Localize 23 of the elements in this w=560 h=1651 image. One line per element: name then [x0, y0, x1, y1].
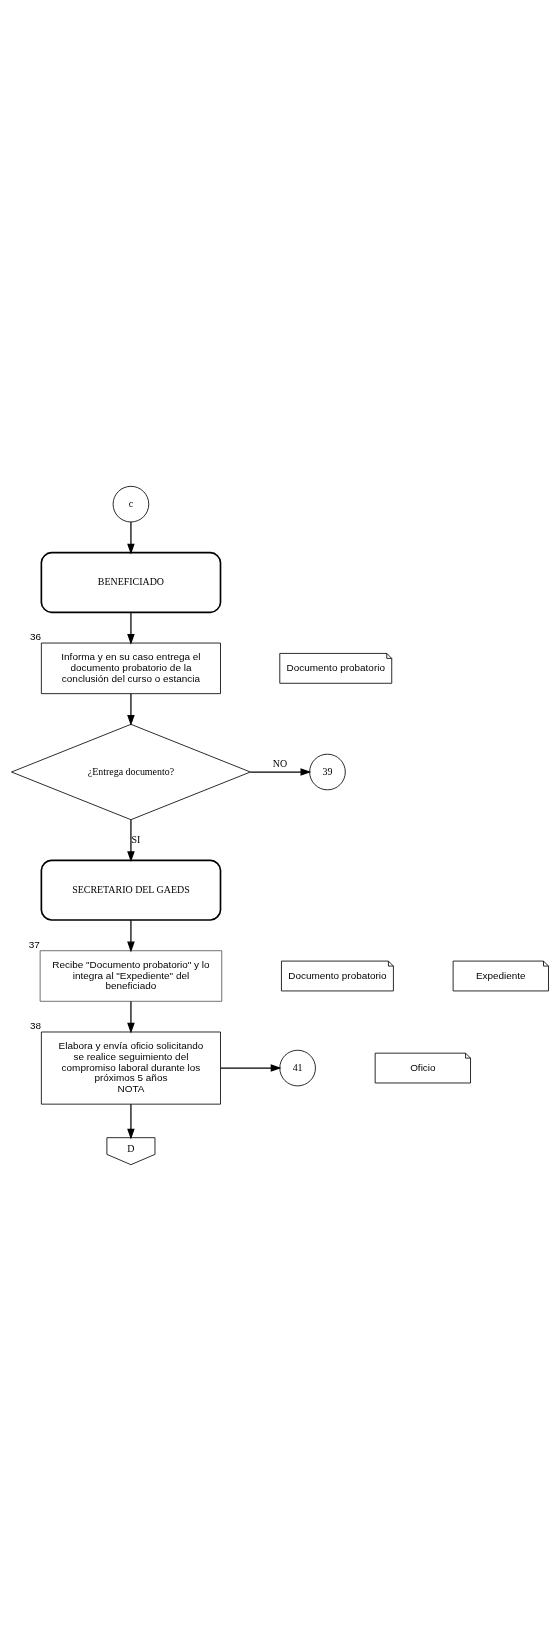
edge-label: SI: [131, 833, 141, 845]
node-label: 38: [30, 1020, 42, 1032]
node-box: Elabora y envía oficio solicitando se realice seguimiento del compromiso laboral durante los próximos 5 años NOTA: [40, 1031, 221, 1105]
arrow: [127, 819, 135, 863]
node-circle: c: [112, 485, 150, 523]
arrow: [127, 521, 135, 555]
edge-label: NO: [272, 757, 288, 769]
node-label: 37: [28, 938, 40, 950]
arrow: [127, 693, 135, 726]
node-box: Informa y en su caso entrega el documento probatorio de la conclusión del curso o estancia: [40, 642, 221, 695]
arrow: [127, 1000, 135, 1034]
node-diamond: ¿Entrega documento?: [11, 723, 251, 821]
node-label: 36: [30, 631, 42, 643]
arrow: [220, 1064, 282, 1072]
node-box: Recibe "Documento probatorio" y lo integra al "Expediente" del beneficiado: [39, 950, 223, 1002]
arrow: [127, 1103, 135, 1140]
node-circle: 39: [309, 753, 346, 791]
arrow: [127, 919, 135, 953]
arrow: [249, 768, 312, 776]
node-box: SECRETARIO DEL GAEDS: [40, 859, 222, 921]
arrow: [127, 611, 135, 645]
node-circle: 41: [279, 1049, 316, 1087]
node-box: BENEFICIADO: [40, 551, 222, 614]
